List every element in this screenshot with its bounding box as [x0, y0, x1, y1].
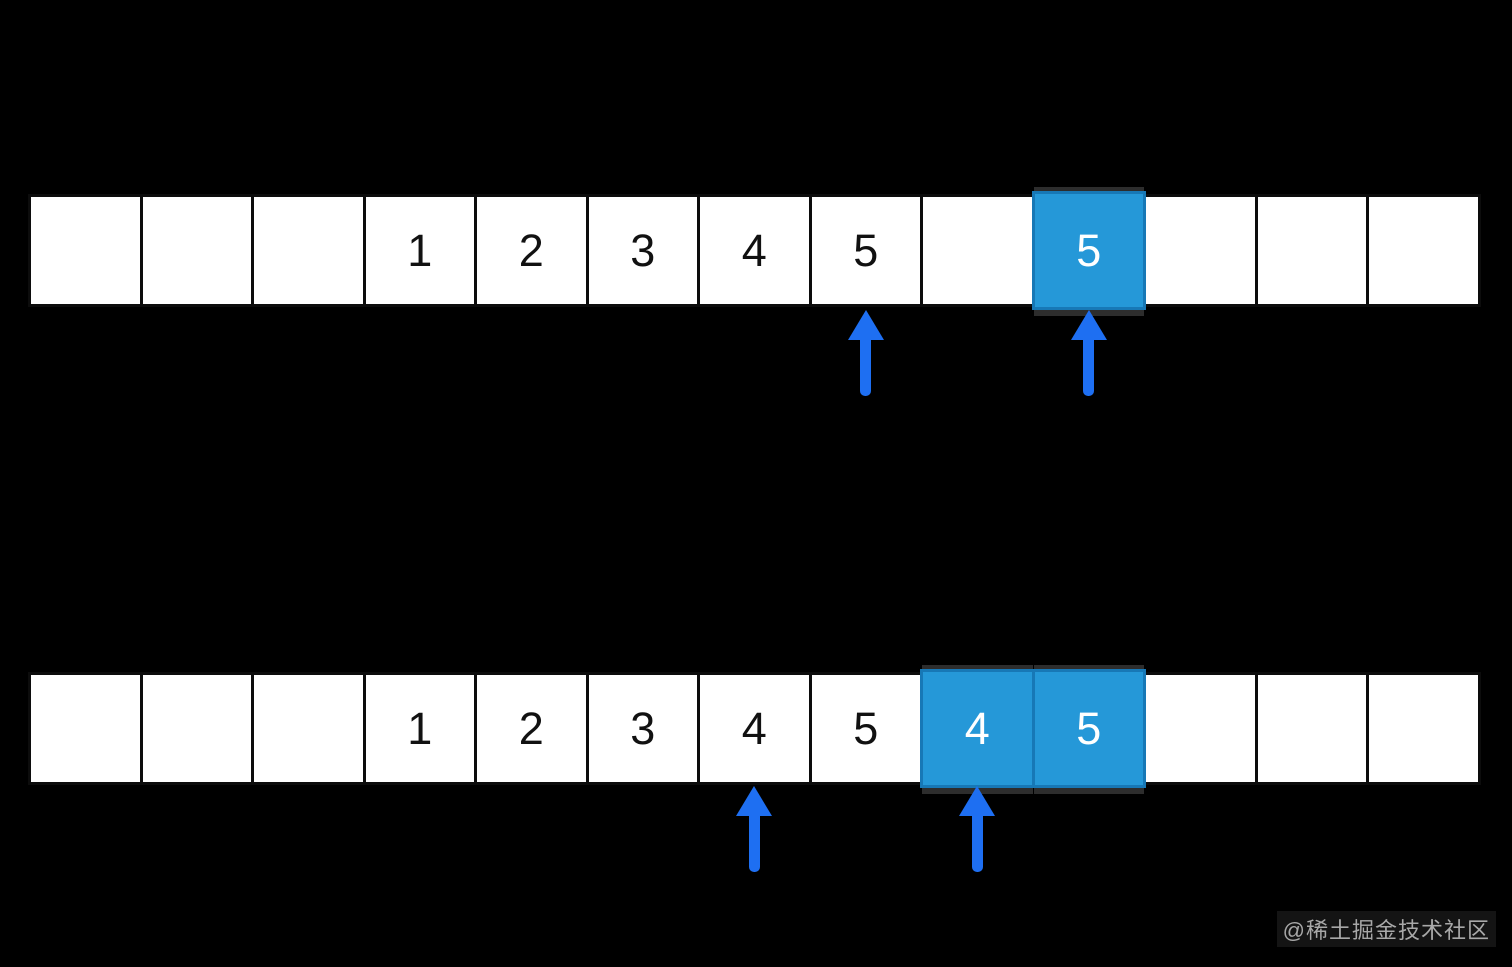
- arrow-shaft: [748, 815, 760, 872]
- array-cell: 4: [697, 194, 812, 307]
- array-cell: [139, 672, 254, 785]
- arrow-up-icon: [736, 786, 773, 816]
- array-cell: [251, 194, 366, 307]
- pointer-arrow: [736, 786, 773, 872]
- array-cell: 5: [808, 194, 923, 307]
- arrow-shaft: [860, 339, 872, 396]
- array-cell: [28, 672, 143, 785]
- array-cell: [920, 194, 1035, 307]
- arrow-up-icon: [847, 310, 884, 340]
- array-cell: 3: [585, 194, 700, 307]
- array-cell: 1: [362, 194, 477, 307]
- watermark: @稀土掘金技术社区: [1276, 911, 1496, 947]
- array-cell: [1366, 194, 1481, 307]
- arrow-up-icon: [1070, 310, 1107, 340]
- array-cell: [1366, 672, 1481, 785]
- highlighted-array-cell: 4: [920, 669, 1035, 788]
- array-cell: [1143, 672, 1258, 785]
- arrow-shaft: [971, 815, 983, 872]
- array-cell: [1254, 672, 1369, 785]
- pointer-arrow: [959, 786, 996, 872]
- array-cell: [28, 194, 143, 307]
- array-cell: [1254, 194, 1369, 307]
- array-cell: 3: [585, 672, 700, 785]
- pointer-arrow: [847, 310, 884, 396]
- pointer-arrow: [1070, 310, 1107, 396]
- array-cell: [1143, 194, 1258, 307]
- array-cell: 1: [362, 672, 477, 785]
- array-cell: [251, 672, 366, 785]
- arrow-shaft: [1083, 339, 1095, 396]
- array-cell: [139, 194, 254, 307]
- array-cell: 2: [474, 194, 589, 307]
- arrow-up-icon: [959, 786, 996, 816]
- highlighted-array-cell: 5: [1031, 191, 1146, 310]
- array-cell: 2: [474, 672, 589, 785]
- highlighted-array-cell: 5: [1031, 669, 1146, 788]
- array-cell: 4: [697, 672, 812, 785]
- array-cell: 5: [808, 672, 923, 785]
